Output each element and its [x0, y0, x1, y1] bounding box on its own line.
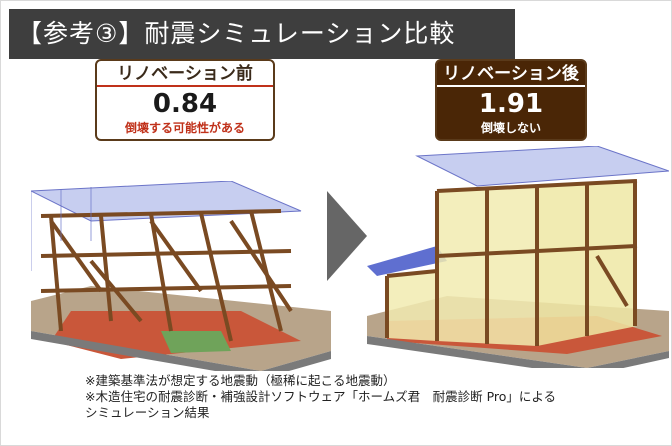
footnote-line: シミュレーション結果: [85, 405, 210, 420]
arrow-right-icon: [327, 191, 367, 281]
score-value-after: 1.91: [478, 89, 544, 119]
score-note-before: 倒壊する可能性がある: [124, 121, 245, 135]
slide-title: 【参考③】耐震シミュレーション比較: [9, 9, 515, 59]
score-value-before: 0.84: [152, 89, 218, 119]
score-note-after: 倒壊しない: [480, 121, 541, 135]
footnote-line: ※木造住宅の耐震診断・補強設計ソフトウェア「ホームズ君 耐震診断 Pro」による: [85, 389, 557, 404]
score-label-after: リノベーション後: [437, 61, 585, 87]
footnote-line: ※建築基準法が想定する地震動（極稀に起こる地震動）: [85, 373, 396, 388]
score-label-before: リノベーション前: [97, 61, 273, 87]
house-before-image: [31, 181, 331, 371]
score-box-after: リノベーション後 1.91 倒壊しない: [435, 59, 587, 141]
footnotes: ※建築基準法が想定する地震動（極稀に起こる地震動） ※木造住宅の耐震診断・補強設…: [85, 373, 665, 421]
score-box-before: リノベーション前 0.84 倒壊する可能性がある: [95, 59, 275, 141]
house-after-image: [367, 146, 669, 368]
